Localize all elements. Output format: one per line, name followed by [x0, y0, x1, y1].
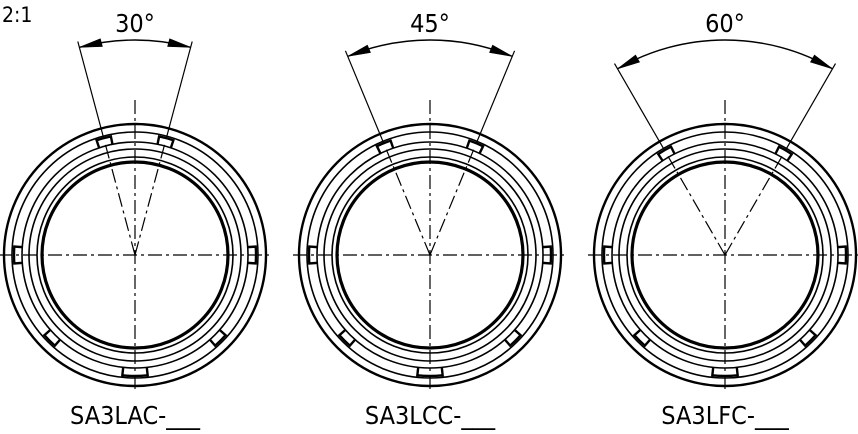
dimension-arrow-1: [617, 54, 640, 70]
notch-tab-5: [12, 245, 23, 265]
notch-tab-6: [503, 328, 523, 348]
extension-line-2: [165, 41, 193, 139]
angle-label: 45°: [410, 9, 450, 38]
extension-line-1: [344, 50, 385, 144]
angle-axis-1: [384, 146, 431, 256]
notch-tab-1: [95, 135, 114, 149]
notch-tab-7: [337, 328, 357, 348]
notch-tab-7: [42, 328, 62, 348]
scale-label: 2:1: [2, 3, 32, 27]
notch-tab-5: [602, 245, 613, 265]
notch-tab-6: [208, 328, 228, 348]
seal-view-30: 30° SA3LAC-___: [0, 9, 272, 430]
angle-axis-2: [134, 141, 166, 256]
angle-label: 60°: [705, 9, 745, 38]
angle-label: 30°: [115, 9, 155, 38]
dimension-arrow-2: [489, 44, 513, 57]
notch-tab-2: [156, 135, 175, 149]
dimension-arrow-2: [167, 38, 191, 48]
angle-axis-2: [724, 153, 785, 256]
notch-tab-7: [632, 328, 652, 348]
seal-ring-geometry: [0, 38, 272, 392]
dimension-arrow-1: [79, 38, 103, 48]
extension-line-1: [613, 63, 666, 151]
extension-line-2: [475, 50, 516, 144]
extension-line-1: [77, 41, 105, 139]
part-number-label: SA3LAC-___: [70, 401, 201, 430]
extension-line-2: [784, 63, 837, 151]
seal-view-60: 60° SA3LFC-___: [588, 9, 858, 430]
seal-view-45: 45° SA3LCC-___: [293, 9, 567, 430]
part-number-label: SA3LFC-___: [661, 401, 789, 430]
angle-axis-1: [665, 153, 726, 256]
angle-axis-2: [429, 146, 476, 256]
notch-tab-5: [307, 245, 318, 265]
part-number-label: SA3LCC-___: [365, 401, 496, 430]
seal-ring-geometry: [293, 39, 567, 392]
seal-ring-geometry: [588, 39, 858, 392]
dimension-arc: [347, 39, 513, 58]
notch-tab-2: [465, 139, 485, 154]
dimension-arrow-1: [347, 44, 371, 57]
dimension-arc: [617, 39, 833, 70]
notch-tab-6: [798, 328, 818, 348]
notch-tab-1: [375, 139, 395, 154]
angle-axis-1: [104, 141, 136, 256]
dimension-arrow-2: [810, 54, 833, 70]
